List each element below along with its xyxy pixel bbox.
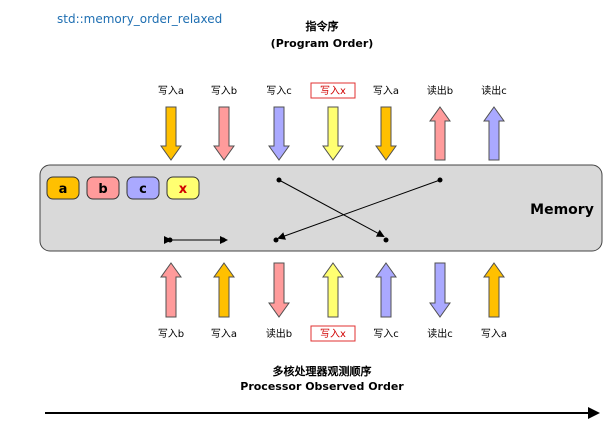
down-arrow-icon: [213, 106, 235, 161]
down-arrow-icon: [268, 106, 290, 161]
step-label: 读出b: [266, 327, 292, 340]
down-arrow-icon: [429, 262, 451, 318]
step-label: 写入a: [373, 85, 399, 97]
up-arrow-icon: [483, 262, 505, 318]
reorder-line-right-to-left: [277, 179, 441, 240]
reorder-point-bottom-left: [273, 237, 279, 243]
down-arrow-icon: [322, 106, 344, 161]
up-arrow-icon: [322, 262, 344, 318]
up-arrow-icon: [375, 262, 397, 318]
highlight-box: [310, 325, 356, 342]
variable-chip: [86, 176, 120, 200]
up-arrow-icon: [483, 106, 505, 161]
step-label: 写入a: [211, 328, 237, 340]
observed-order-heading-en: Processor Observed Order: [240, 380, 404, 393]
program-order-heading-en: (Program Order): [271, 37, 374, 50]
step-label: 写入b: [211, 85, 237, 97]
swap-point-left: [167, 237, 173, 243]
up-arrow-icon: [429, 106, 451, 161]
step-label: 写入b: [158, 328, 184, 340]
down-arrow-icon: [375, 106, 397, 161]
step-label: 写入c: [373, 328, 399, 340]
variable-chip: [126, 176, 160, 200]
step-label: 读出c: [481, 84, 507, 97]
step-label: 写入a: [158, 85, 184, 97]
variable-chip-label: x: [179, 182, 188, 197]
program-order-heading-cn: 指令序: [306, 19, 339, 33]
up-arrow-icon: [160, 262, 182, 318]
variable-chip-label: b: [98, 182, 107, 197]
memory-box: [39, 164, 603, 252]
program-order-row: 写入a 写入b 写入c 写入x 写入a 读出b 读出c: [158, 82, 507, 161]
step-label: 写入a: [481, 328, 507, 340]
variable-chip-label: c: [139, 182, 147, 197]
up-arrow-icon: [213, 262, 235, 318]
variable-chip-label: a: [59, 182, 68, 197]
timeline-arrowhead: [588, 407, 600, 419]
step-label: 写入x: [320, 328, 346, 340]
step-label: 读出b: [427, 84, 453, 97]
down-arrow-icon: [160, 106, 182, 161]
reorder-line-left-to-right: [278, 179, 385, 237]
step-label: 读出c: [427, 327, 453, 340]
reorder-point-bottom-right: [383, 237, 389, 243]
memory-label: Memory: [530, 202, 594, 218]
step-label: 写入c: [266, 85, 292, 97]
step-label: 写入x: [320, 85, 346, 97]
observed-order-row: 写入b 写入a 读出b 写入x 写入c 读出c 写入a: [158, 262, 507, 342]
diagram-title: std::memory_order_relaxed: [57, 12, 222, 26]
swap-point-right: [220, 237, 226, 243]
highlight-box: [310, 82, 356, 99]
variable-chip: [166, 176, 200, 200]
reorder-lines: [164, 177, 443, 244]
variable-chip: [46, 176, 80, 200]
observed-order-heading-cn: 多核处理器观测顺序: [273, 364, 372, 378]
down-arrow-icon: [268, 262, 290, 318]
